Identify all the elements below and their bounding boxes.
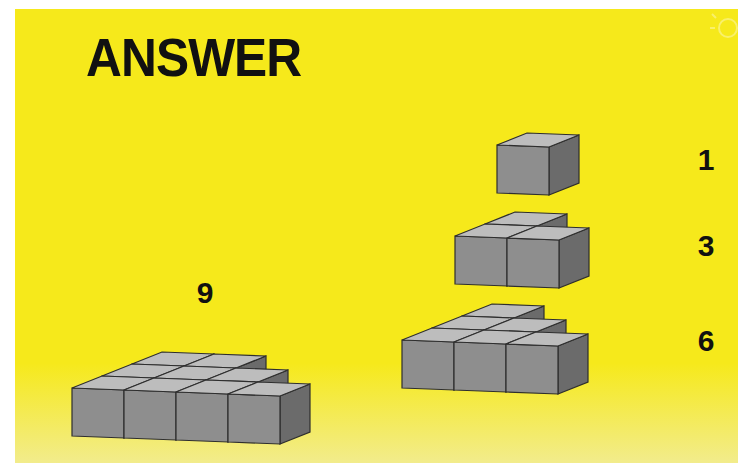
count-label: 9 bbox=[197, 278, 214, 308]
cube-top bbox=[497, 133, 579, 147]
cube-front bbox=[72, 388, 124, 438]
cube-front bbox=[455, 236, 507, 286]
cube-front bbox=[454, 342, 506, 392]
cube-front bbox=[228, 394, 280, 444]
cube bbox=[507, 226, 589, 288]
cube-front bbox=[124, 390, 176, 440]
cube-front bbox=[497, 145, 549, 195]
cube-front bbox=[402, 340, 454, 390]
count-label: 3 bbox=[698, 231, 715, 261]
cube-top bbox=[228, 382, 310, 396]
count-label: 1 bbox=[698, 145, 715, 175]
heading: ANSWER bbox=[86, 30, 301, 84]
cube-front bbox=[506, 344, 558, 394]
cube-stacks bbox=[72, 133, 589, 444]
cube-top bbox=[506, 332, 588, 346]
yellow-ground bbox=[15, 9, 738, 463]
cube bbox=[506, 332, 588, 394]
cube bbox=[497, 133, 579, 195]
count-label: 6 bbox=[698, 326, 715, 356]
cube-front bbox=[176, 392, 228, 442]
bulb-icon bbox=[710, 14, 737, 37]
cube bbox=[228, 382, 310, 444]
cube-front bbox=[507, 238, 559, 288]
cube-top bbox=[507, 226, 589, 240]
